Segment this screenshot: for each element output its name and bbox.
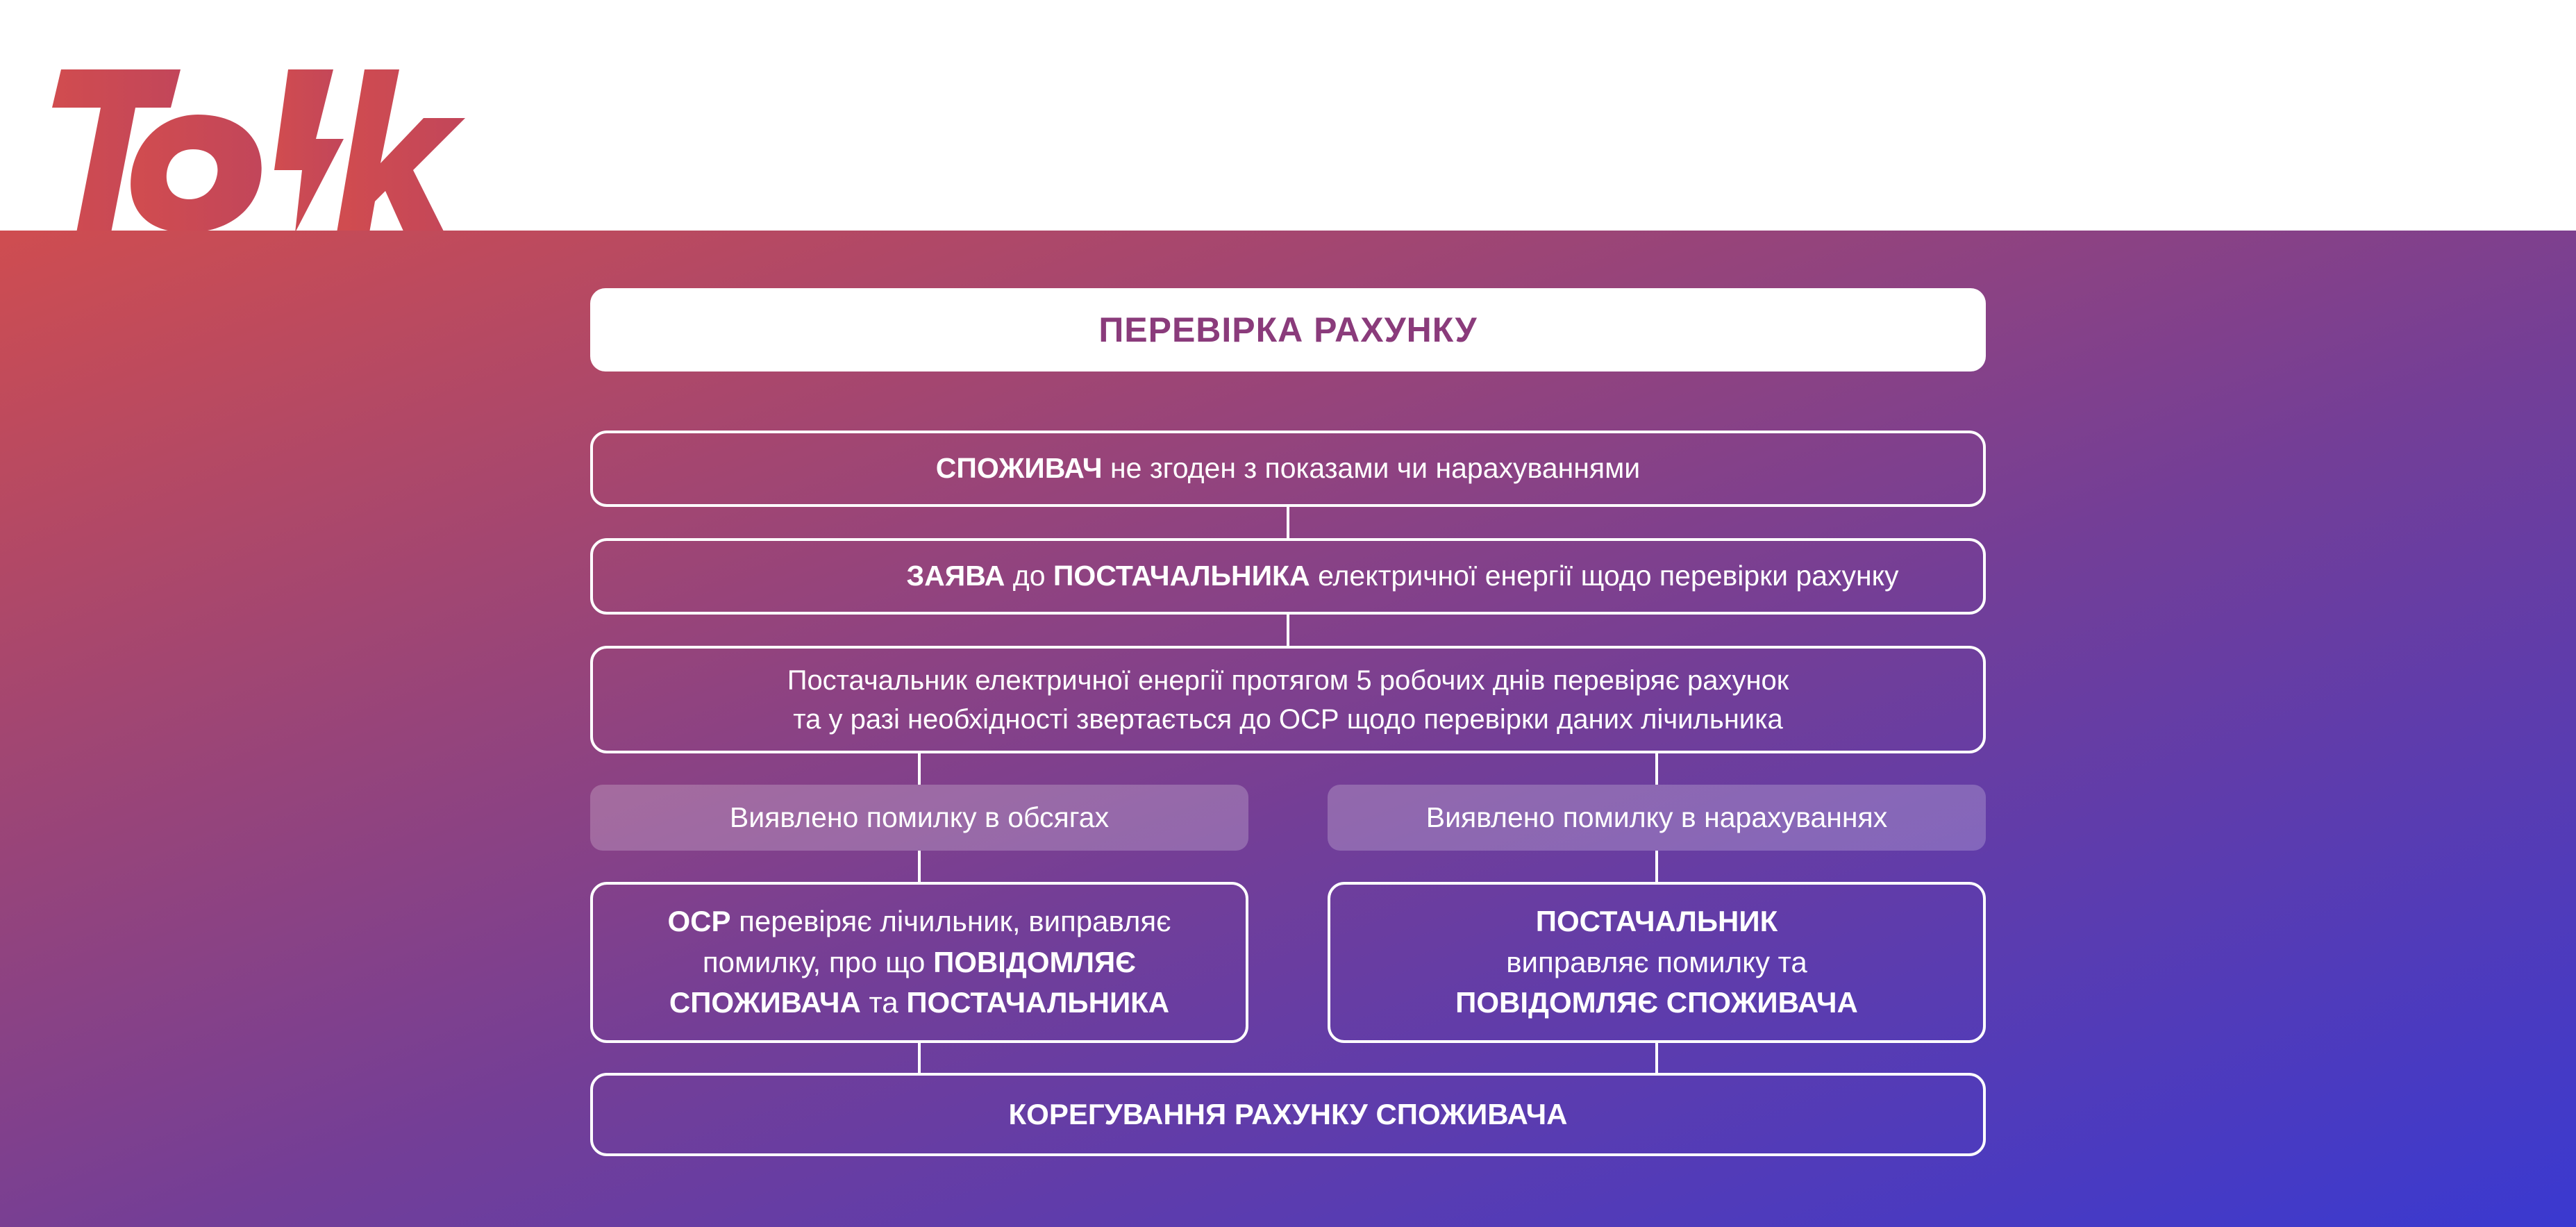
connector	[1655, 753, 1658, 785]
connector	[918, 851, 921, 882]
connector	[918, 1043, 921, 1073]
step-application: ЗАЯВА до ПОСТАЧАЛЬНИКА електричної енерг…	[590, 538, 1986, 615]
connector	[1287, 615, 1289, 646]
brand-logo	[49, 66, 465, 233]
logo-graphic	[52, 69, 465, 233]
step2-text: ЗАЯВА до ПОСТАЧАЛЬНИКА електричної енерг…	[906, 560, 1899, 592]
connector	[1287, 507, 1289, 538]
gradient-background	[0, 231, 2576, 1227]
branch-billing-error-label: Виявлено помилку в нарахуваннях	[1328, 785, 1986, 851]
connector	[1655, 1043, 1658, 1073]
branch-volume-error-label: Виявлено помилку в обсягах	[590, 785, 1248, 851]
step-consumer-disagrees: СПОЖИВАЧ не згоден з показами чи нарахув…	[590, 431, 1986, 507]
connector	[918, 753, 921, 785]
branch-osr-fixes: ОСР перевіряє лічильник, виправляє помил…	[590, 882, 1248, 1043]
step1-text: СПОЖИВАЧ не згоден з показами чи нарахув…	[935, 452, 1641, 485]
branch-left-text: ОСР перевіряє лічильник, виправляє помил…	[667, 904, 1171, 1019]
step3-text: Постачальник електричної енергії протяго…	[787, 665, 1789, 735]
branch-supplier-fixes: ПОСТАЧАЛЬНИК виправляє помилку та ПОВІДО…	[1328, 882, 1986, 1043]
diagram-title: ПЕРЕВІРКА РАХУНКУ	[590, 288, 1986, 372]
step-bill-correction: КОРЕГУВАННЯ РАХУНКУ СПОЖИВАЧА	[590, 1073, 1986, 1156]
branch-right-text: ПОСТАЧАЛЬНИК виправляє помилку та ПОВІДО…	[1455, 904, 1858, 1019]
connector	[1655, 851, 1658, 882]
step-supplier-checks: Постачальник електричної енергії протяго…	[590, 646, 1986, 753]
